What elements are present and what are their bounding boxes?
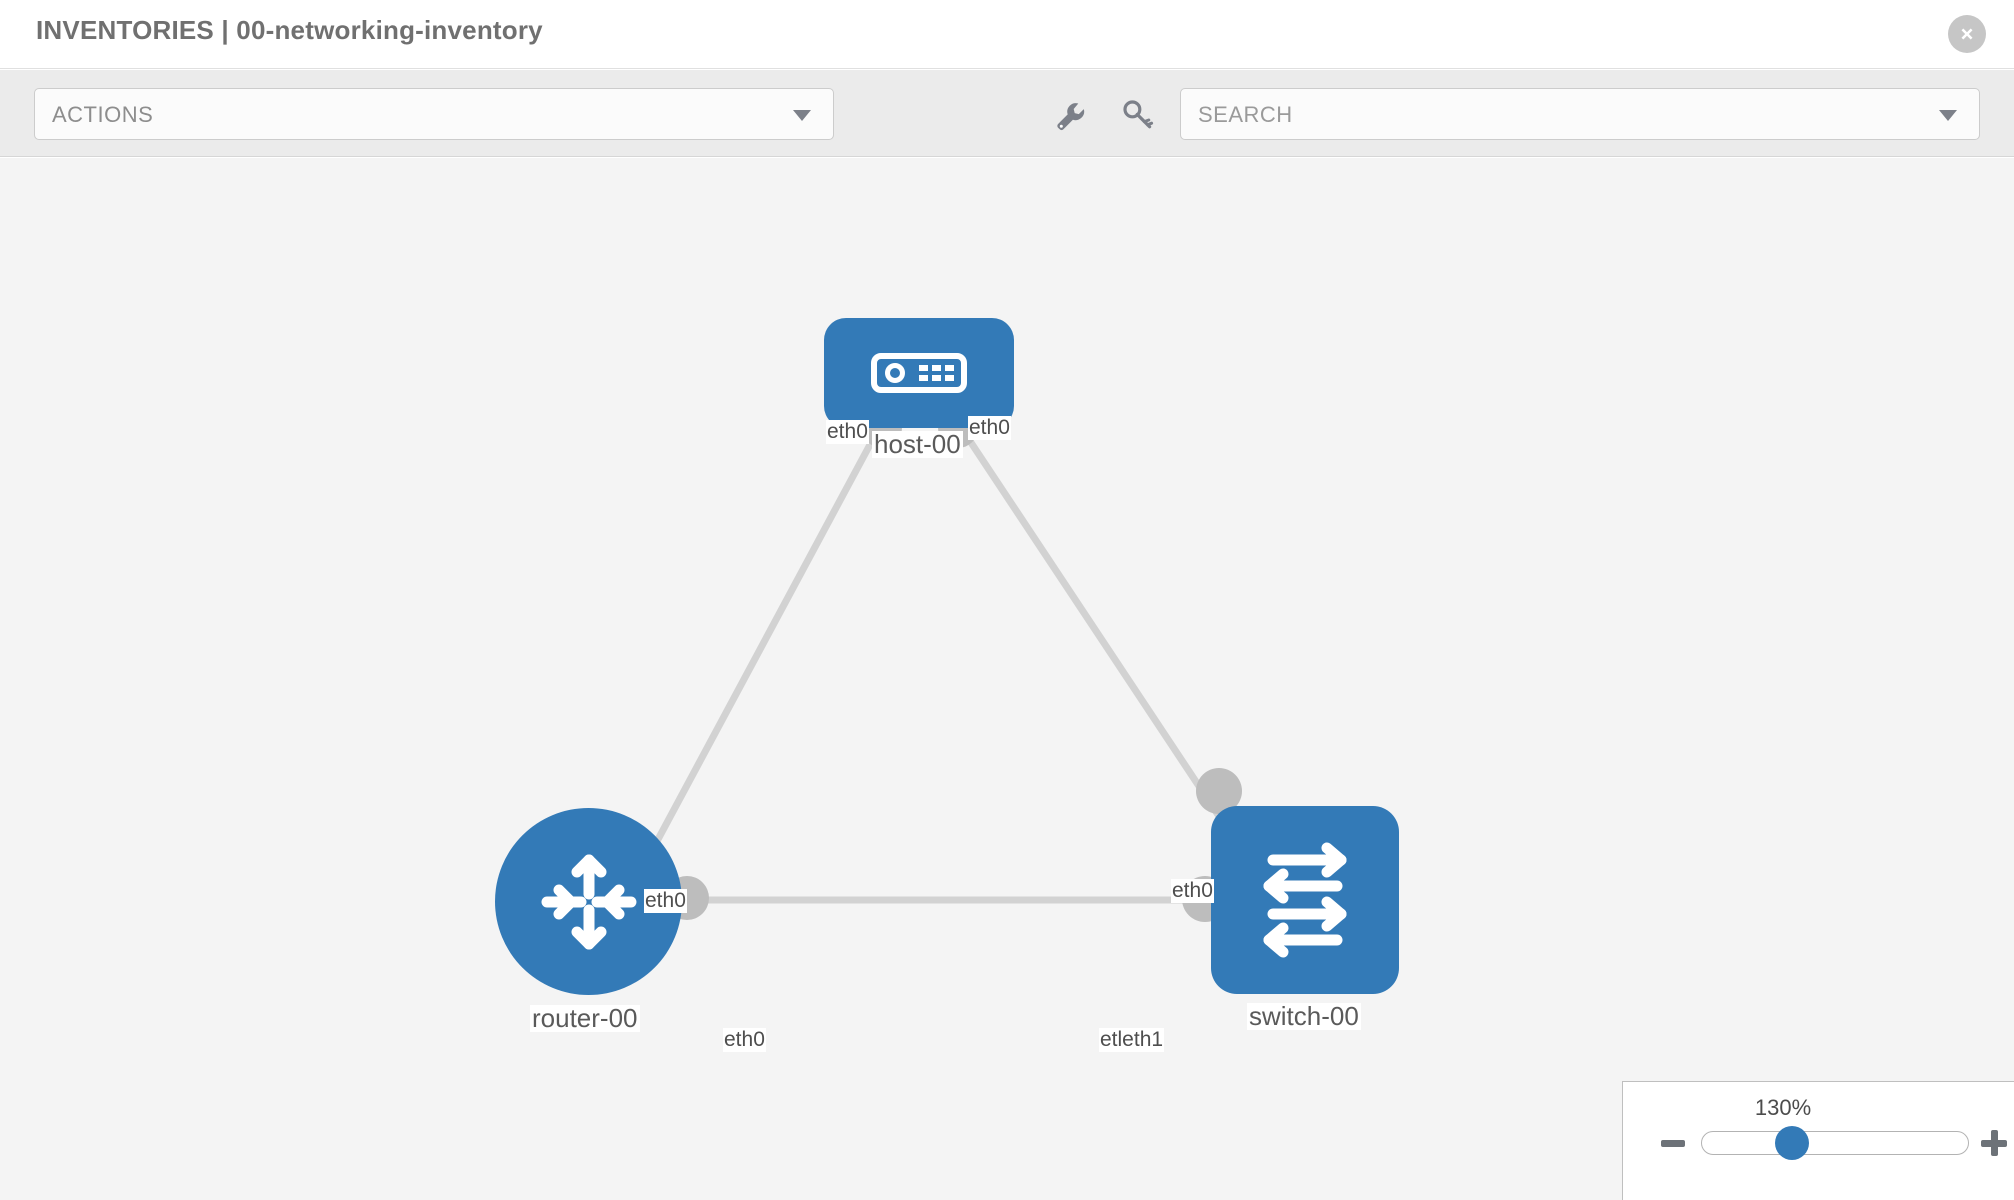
wrench-icon[interactable]	[1052, 98, 1086, 132]
topology-links	[644, 424, 1243, 904]
zoom-out-button[interactable]	[1661, 1140, 1685, 1147]
zoom-in-button[interactable]	[1981, 1130, 2007, 1156]
node-label-switch-00: switch-00	[1247, 1001, 1361, 1031]
search-placeholder: SEARCH	[1198, 102, 1293, 127]
key-icon[interactable]	[1120, 98, 1154, 132]
topology-canvas[interactable]: host-00 router-00	[0, 158, 2014, 1200]
page-title: INVENTORIES | 00-networking-inventory	[36, 15, 543, 45]
edge-label-router-upper: eth0	[644, 889, 687, 914]
edge-label-switch-left: etleth1	[1099, 1028, 1165, 1053]
node-switch-00[interactable]: switch-00	[1211, 806, 1399, 1031]
actions-dropdown[interactable]: ACTIONS	[34, 88, 834, 140]
close-icon[interactable]	[1948, 15, 1986, 53]
edge-label-router-right: eth0	[723, 1028, 766, 1053]
chevron-down-icon	[793, 110, 811, 121]
edge-label-host-left: eth0	[826, 420, 869, 445]
node-router-00[interactable]: router-00	[495, 808, 682, 1033]
node-label-router-00: router-00	[530, 1003, 640, 1033]
edge-label-switch-upper: eth0	[1171, 879, 1214, 904]
zoom-slider-track[interactable]	[1701, 1131, 1969, 1155]
node-label-host-00: host-00	[872, 429, 963, 459]
switch-arrows-icon	[1211, 806, 1399, 994]
page-header: INVENTORIES | 00-networking-inventory	[0, 0, 2014, 69]
node-host-00[interactable]: host-00	[824, 318, 1014, 459]
server-icon	[824, 318, 1014, 428]
edge-label-host-right: eth0	[968, 416, 1011, 441]
actions-dropdown-label: ACTIONS	[52, 102, 154, 127]
toolbar: ACTIONS SEARCH	[0, 70, 2014, 157]
zoom-slider-thumb[interactable]	[1775, 1126, 1809, 1160]
zoom-control-panel: 130%	[1622, 1081, 2014, 1200]
search-input[interactable]: SEARCH	[1180, 88, 1980, 140]
zoom-level-value: 130%	[1754, 1095, 1812, 1120]
chevron-down-icon[interactable]	[1939, 110, 1957, 121]
router-arrows-icon	[495, 808, 682, 995]
